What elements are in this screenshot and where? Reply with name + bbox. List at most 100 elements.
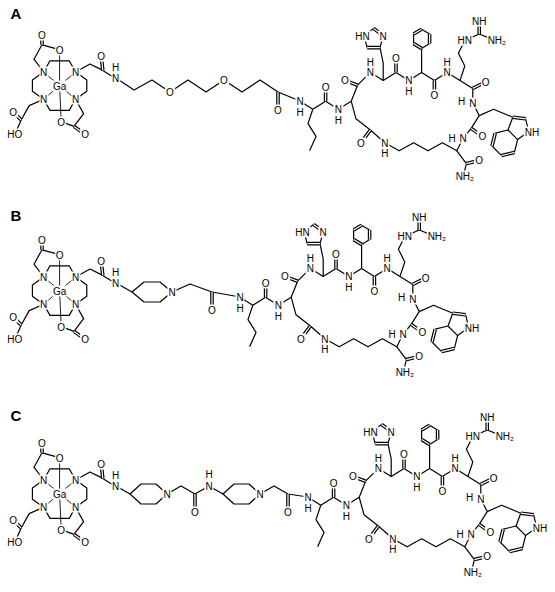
atom-label: N — [342, 500, 351, 511]
atom-label: NH — [471, 16, 487, 27]
atom-label: O — [55, 452, 65, 463]
atom-label: O — [421, 273, 431, 284]
atom-label: O — [329, 477, 339, 488]
atom-label: N — [162, 489, 171, 500]
atom-label: N — [255, 489, 264, 500]
atom-label: O — [80, 537, 90, 548]
atom-label: N — [111, 481, 120, 492]
atom-label: HN — [457, 35, 473, 46]
atom-label: N — [344, 271, 353, 282]
atom-label: H — [344, 281, 353, 292]
atom-label: O — [474, 155, 484, 166]
atom-label: N — [451, 463, 460, 474]
atom-label: N — [319, 226, 328, 237]
atom-label: H — [412, 481, 421, 492]
atom-label: O — [56, 116, 66, 127]
atom-label: O — [96, 256, 106, 267]
atom-label: NH₂ — [487, 35, 507, 46]
atom-label: H — [397, 292, 406, 303]
atom-label: O — [364, 533, 374, 544]
atom-label: N — [468, 97, 477, 108]
atom-label: N — [235, 292, 244, 303]
atom-label: O — [37, 235, 47, 246]
atom-label: O — [283, 507, 293, 518]
atom-label: N — [476, 493, 485, 504]
atom-label: N — [404, 75, 413, 86]
atom-label: N — [71, 94, 80, 105]
atom-label: O — [219, 75, 229, 86]
atom-label: O — [273, 105, 283, 116]
atom-label: O — [356, 137, 366, 148]
atom-label: N — [204, 481, 213, 492]
atom-label: NH₂ — [395, 367, 415, 378]
atom-label: HN — [294, 226, 310, 237]
atom-label: N — [295, 96, 304, 107]
atom-label: Ga — [52, 488, 67, 499]
atom-label: O — [414, 351, 424, 362]
atom-label: O — [261, 277, 271, 288]
atom-label: N — [39, 502, 48, 513]
atom-label: O — [418, 327, 428, 338]
atom-label: N — [306, 263, 315, 274]
atom-label: O — [8, 312, 18, 323]
atom-label: O — [96, 459, 106, 470]
atom-label: N — [379, 30, 388, 41]
atom-label: NH₂ — [463, 567, 483, 578]
atom-label: O — [370, 285, 380, 296]
atom-label: N — [467, 529, 476, 540]
atom-label: H — [366, 57, 375, 68]
atom-label: HO — [6, 334, 23, 345]
atom-label: NH₂ — [495, 431, 515, 442]
atom-label: O — [55, 44, 65, 55]
atom-label: N — [387, 426, 396, 437]
atom-label: H — [404, 85, 413, 96]
atom-label: O — [80, 129, 90, 140]
atom-label: HN — [354, 30, 370, 41]
atom-label: H — [388, 544, 397, 555]
atom-label: H — [465, 492, 474, 503]
atom-label: HN — [397, 231, 413, 242]
atom-label: O — [399, 449, 409, 460]
atom-label: H — [334, 114, 343, 125]
atom-label: HO — [6, 537, 23, 548]
atom-label: HN — [362, 426, 378, 437]
atom-label: O — [430, 89, 440, 100]
atom-label: O — [37, 438, 47, 449]
atom-label: N — [71, 502, 80, 513]
atom-label: O — [438, 485, 448, 496]
atom-label: H — [320, 344, 329, 355]
atom-label: N — [399, 329, 408, 340]
atom-label: NH — [479, 412, 495, 423]
atom-label: O — [482, 551, 492, 562]
atom-label: N — [366, 67, 375, 78]
atom-label: O — [348, 471, 358, 482]
atom-label: O — [165, 87, 175, 98]
atom-label: N — [71, 299, 80, 310]
atom-label: N — [71, 67, 80, 78]
atom-label: O — [280, 271, 290, 282]
atom-label: O — [478, 131, 488, 142]
panel-letter: C — [11, 408, 22, 424]
atom-label: N — [39, 94, 48, 105]
atom-label: N — [408, 293, 417, 304]
atom-label: H — [455, 529, 464, 540]
atom-label: H — [443, 57, 452, 68]
atom-label: H — [111, 470, 120, 481]
atom-label: O — [340, 75, 350, 86]
atom-label: N — [459, 133, 468, 144]
atom-label: HN — [465, 431, 481, 442]
atom-label: N — [39, 67, 48, 78]
atom-label: NH₂ — [427, 231, 447, 242]
atom-label: N — [39, 475, 48, 486]
atom-label: N — [39, 299, 48, 310]
atom-label: H — [374, 453, 383, 464]
atom-label: O — [489, 473, 499, 484]
atom-label: O — [8, 107, 18, 118]
atom-label: H — [306, 253, 315, 264]
atom-label: O — [486, 527, 496, 538]
atom-label: HO — [6, 129, 23, 140]
atom-label: O — [321, 81, 331, 92]
atom-label: N — [383, 263, 392, 274]
